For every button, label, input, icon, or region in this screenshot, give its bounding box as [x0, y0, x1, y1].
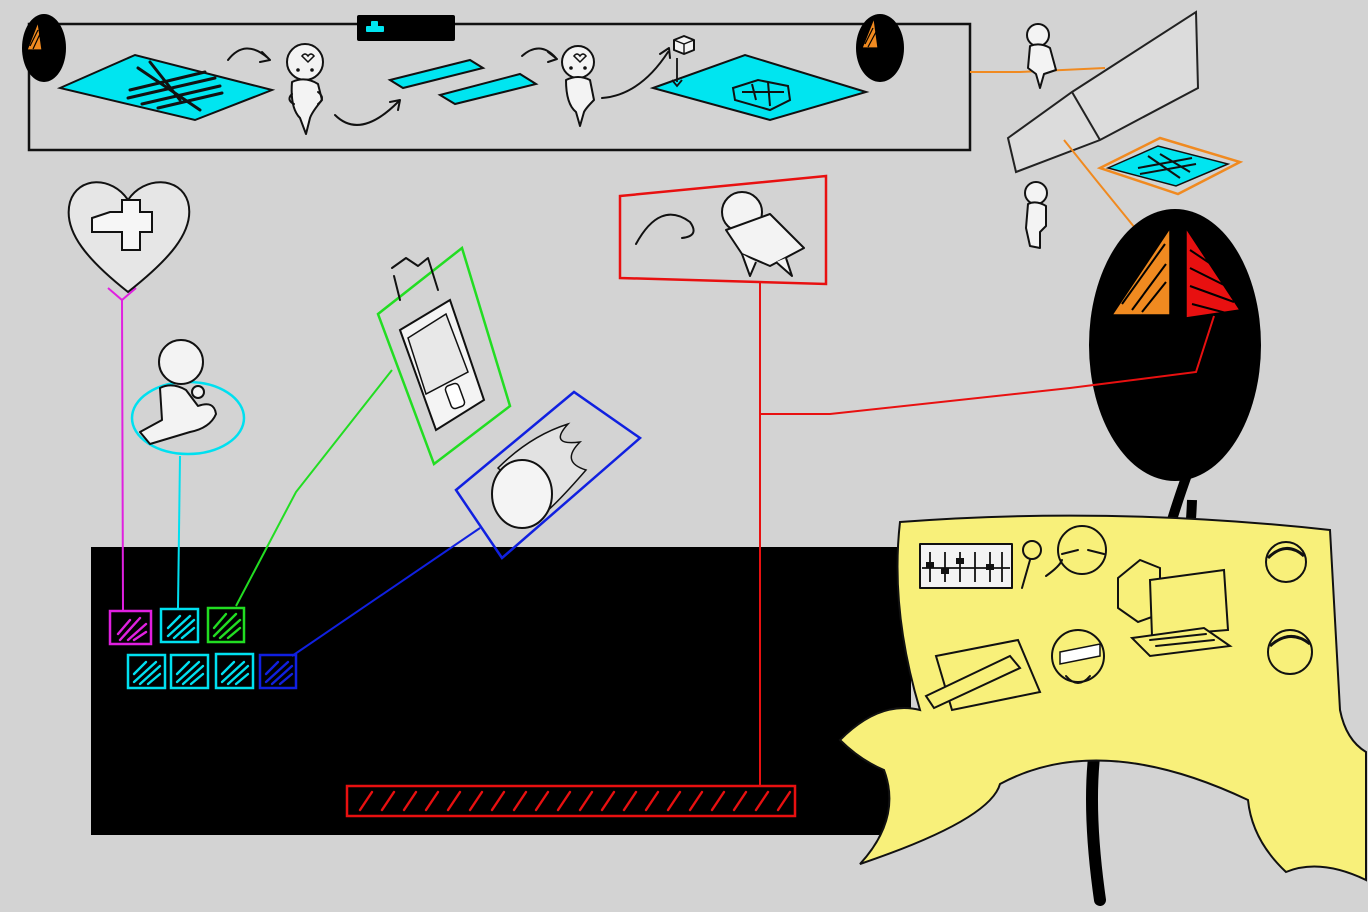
arrow-3 [521, 47, 558, 63]
slot-ability-3[interactable] [169, 653, 210, 690]
slot-ability-1[interactable] [159, 607, 200, 644]
slot-ability-2[interactable] [126, 653, 167, 690]
red-progress-bar[interactable] [345, 784, 797, 818]
person-face-icon-2[interactable] [1265, 541, 1307, 583]
orange-meter [1110, 225, 1171, 316]
top-bar [22, 14, 972, 152]
character-face-icon[interactable] [1045, 525, 1107, 577]
top-right-character-2 [1024, 181, 1048, 249]
person-face-icon-3[interactable] [1267, 629, 1313, 675]
top-bar-tab[interactable] [357, 15, 455, 41]
ability-connector [177, 455, 181, 609]
drawing-tablet-icon[interactable] [924, 638, 1042, 712]
health-connector [107, 287, 137, 611]
comms-panel [838, 499, 1367, 906]
status-ellipse [1089, 209, 1261, 525]
slot-ability-green[interactable] [206, 606, 246, 644]
orange-connector-top [970, 67, 1106, 73]
seated-character-icon [130, 339, 246, 456]
step-character-icon [286, 43, 324, 135]
audio-mixer-icon[interactable] [919, 543, 1013, 589]
connector-lines [107, 282, 1215, 786]
hud-panel [91, 547, 911, 835]
step-two-panels-icon [387, 58, 539, 106]
ability-slots [108, 606, 298, 690]
arrow-4 [601, 47, 671, 99]
computer-icon[interactable] [1117, 558, 1233, 658]
slot-ability-blue[interactable] [258, 653, 298, 690]
red-meter [1185, 225, 1242, 319]
step-map-icon [56, 53, 276, 122]
step-character-icon-2 [561, 45, 595, 127]
top-right-character-1 [1026, 23, 1057, 89]
microphone-icon[interactable] [1021, 540, 1042, 589]
right-end-cap [856, 14, 904, 82]
phone-device-icon [376, 245, 512, 467]
arrow-1 [227, 47, 271, 63]
arrow-2 [334, 99, 401, 126]
blue-connector [291, 527, 481, 657]
step-map-with-building-icon [649, 35, 870, 122]
fireball-icon [454, 390, 643, 560]
slot-ability-4[interactable] [214, 652, 255, 690]
orange-connector-mid [1063, 139, 1149, 245]
overhead-board [1006, 10, 1244, 196]
top-bar-frame [27, 22, 972, 152]
green-connector [235, 369, 393, 607]
left-end-cap [22, 14, 66, 82]
top-bar-tab-icon [366, 21, 384, 32]
person-face-icon[interactable] [1051, 629, 1105, 684]
red-connector [759, 282, 1215, 786]
heart-cross-icon [67, 181, 191, 294]
slot-health[interactable] [108, 609, 153, 646]
leaping-character-icon [618, 174, 828, 286]
